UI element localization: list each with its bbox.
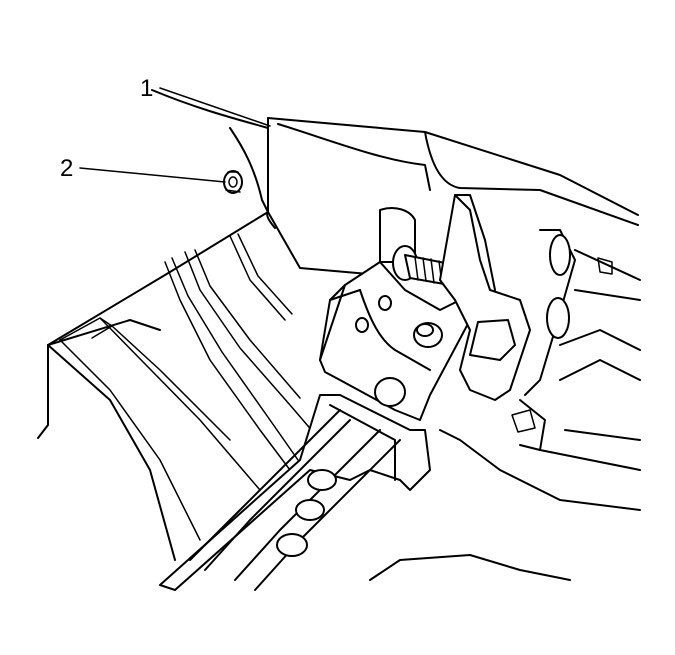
floor-panel xyxy=(37,211,321,561)
column-rail xyxy=(159,394,431,591)
callout-label-2: 2 xyxy=(60,155,73,182)
dash-panel xyxy=(151,89,639,276)
callout-1: 1 xyxy=(140,75,271,127)
pedal-arm xyxy=(439,194,531,401)
linkage xyxy=(511,229,641,471)
callout-label-1: 1 xyxy=(140,75,153,102)
pedal-bracket xyxy=(319,207,471,421)
callout-2: 2 xyxy=(60,155,226,183)
nut xyxy=(223,170,243,194)
lower-floor xyxy=(369,429,641,581)
